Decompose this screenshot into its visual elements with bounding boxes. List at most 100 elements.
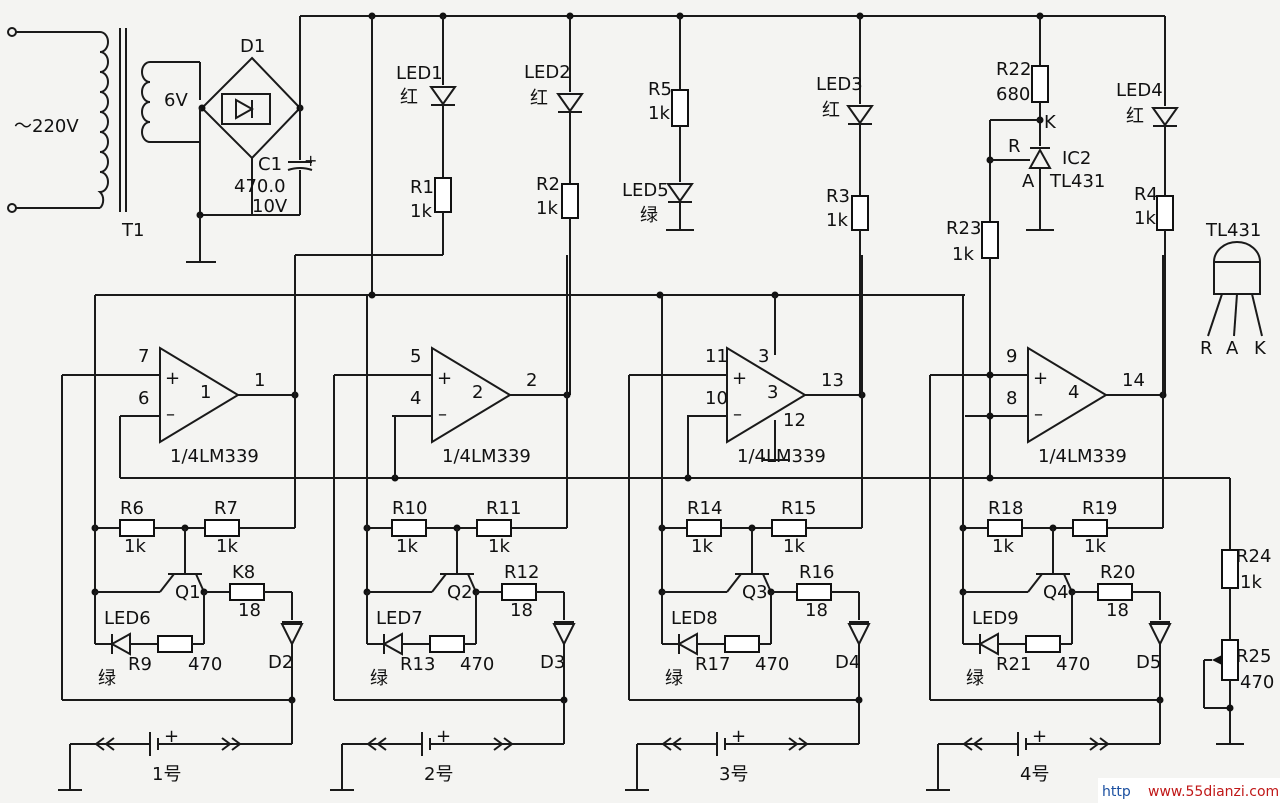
channel-4: +–498141/4LM339R181kR191kQ4R2018D5LED9绿R… (119, 255, 1172, 791)
led-label: LED6 (104, 608, 151, 629)
r24-label: R24 (1236, 546, 1271, 567)
rd-value: 470 (1056, 654, 1090, 675)
led-icon (676, 632, 698, 656)
rb-label: R19 (1082, 498, 1117, 519)
rc-value: 18 (805, 600, 828, 621)
comparator-part-label: 1/4LM339 (737, 446, 826, 467)
resistor-a (987, 519, 1023, 537)
led-color: 绿 (370, 668, 388, 689)
resistor-c (501, 583, 537, 601)
pinout-k: K (1254, 338, 1267, 359)
led-icon (977, 632, 999, 656)
r23-label: R23 (946, 218, 981, 239)
led4-label: LED4 (1116, 80, 1163, 101)
diode-label: D3 (540, 652, 565, 673)
led-color: 绿 (966, 668, 984, 689)
bus-lines (95, 16, 994, 482)
channel-2: +–25421/4LM339R101kR111kQ2R1218D3LED7绿R1… (330, 255, 576, 791)
plus-pin-label: 7 (138, 346, 149, 367)
resistor-b (1072, 519, 1108, 537)
resistor-d (429, 635, 465, 653)
led2-label: LED2 (524, 62, 571, 83)
resistor-b (476, 519, 512, 537)
bridge-diode-box (221, 93, 271, 125)
plus-pin-label: 5 (410, 346, 421, 367)
led-icon (109, 632, 131, 656)
c1-value: 470.0 (234, 176, 286, 197)
rb-value: 1k (488, 536, 510, 557)
rd-label: R9 (128, 654, 152, 675)
led3-icon (846, 105, 874, 125)
r5-label: R5 (648, 79, 672, 100)
rc-label: R16 (799, 562, 834, 583)
led4-icon (1151, 107, 1179, 127)
ra-label: R14 (687, 498, 722, 519)
comparator-2-icon (431, 346, 512, 444)
resistor-d (157, 635, 193, 653)
watermark-bg (1098, 778, 1280, 803)
led-color: 绿 (98, 668, 116, 689)
r1-label: R1 (410, 177, 434, 198)
tl431-package-icon (1213, 241, 1261, 295)
diode-icon (552, 623, 576, 647)
r4-label: R4 (1134, 184, 1158, 205)
rd-value: 470 (188, 654, 222, 675)
rd-label: R17 (695, 654, 730, 675)
resistor-b (771, 519, 807, 537)
ra-value: 1k (396, 536, 418, 557)
plus-pin-label: 11 (705, 346, 728, 367)
led1-icon (429, 86, 457, 106)
r24-value: 1k (1240, 572, 1262, 593)
battery-plus: + (436, 726, 451, 747)
rb-label: R7 (214, 498, 238, 519)
r25-value: 470 (1240, 672, 1274, 693)
led2-color: 红 (530, 88, 548, 109)
comparator-part-label: 1/4LM339 (170, 446, 259, 467)
transformer-label: T1 (121, 220, 144, 241)
diode-icon (280, 623, 304, 647)
led-color: 绿 (665, 668, 683, 689)
r3-value: 1k (826, 210, 848, 231)
battery-plus: + (731, 726, 746, 747)
indicator-leds: LED1 红 R1 1k LED2 红 R2 1k R5 1k LED5 绿 (295, 16, 1179, 395)
r22-value: 680 (996, 84, 1030, 105)
led4-color: 红 (1126, 106, 1144, 127)
led-label: LED9 (972, 608, 1019, 629)
channel-3: +–31110131/4LM339R141kR151kQ3R1618D4LED8… (625, 255, 871, 791)
rc-label: R12 (504, 562, 539, 583)
diode-label: D2 (268, 652, 293, 673)
minus-sign: – (166, 404, 175, 425)
transistor-label: Q2 (447, 582, 473, 603)
led5-color: 绿 (640, 205, 658, 226)
comparator-4-icon (1027, 346, 1108, 444)
power-supply: ～220V 6V T1 D1 + C1 470.0 (7, 16, 317, 263)
ra-value: 1k (992, 536, 1014, 557)
rb-label: R11 (486, 498, 521, 519)
r23-resistor (981, 221, 999, 259)
mains-terminal-bottom (7, 203, 17, 213)
minus-sign: – (733, 404, 742, 425)
bridge-diode-icon (235, 98, 255, 120)
pinout-title: TL431 (1205, 220, 1261, 241)
transformer-secondary (141, 61, 151, 143)
rd-value: 470 (755, 654, 789, 675)
led1-color: 红 (400, 87, 418, 108)
led-label: LED7 (376, 608, 423, 629)
r1-value: 1k (410, 201, 432, 222)
transformer-primary (97, 31, 109, 209)
resistor-c (796, 583, 832, 601)
rc-label: K8 (232, 562, 255, 583)
plus-sign: + (1033, 368, 1048, 389)
pinout-r: R (1200, 338, 1213, 359)
ra-label: R6 (120, 498, 144, 519)
diode-icon (1148, 623, 1172, 647)
rc-value: 18 (238, 600, 261, 621)
battery-label: 3号 (719, 764, 748, 785)
resistor-a (686, 519, 722, 537)
plus-sign: + (437, 368, 452, 389)
rc-value: 18 (510, 600, 533, 621)
output-pin-label: 14 (1122, 370, 1145, 391)
vcc-pin-label: 3 (758, 346, 769, 367)
